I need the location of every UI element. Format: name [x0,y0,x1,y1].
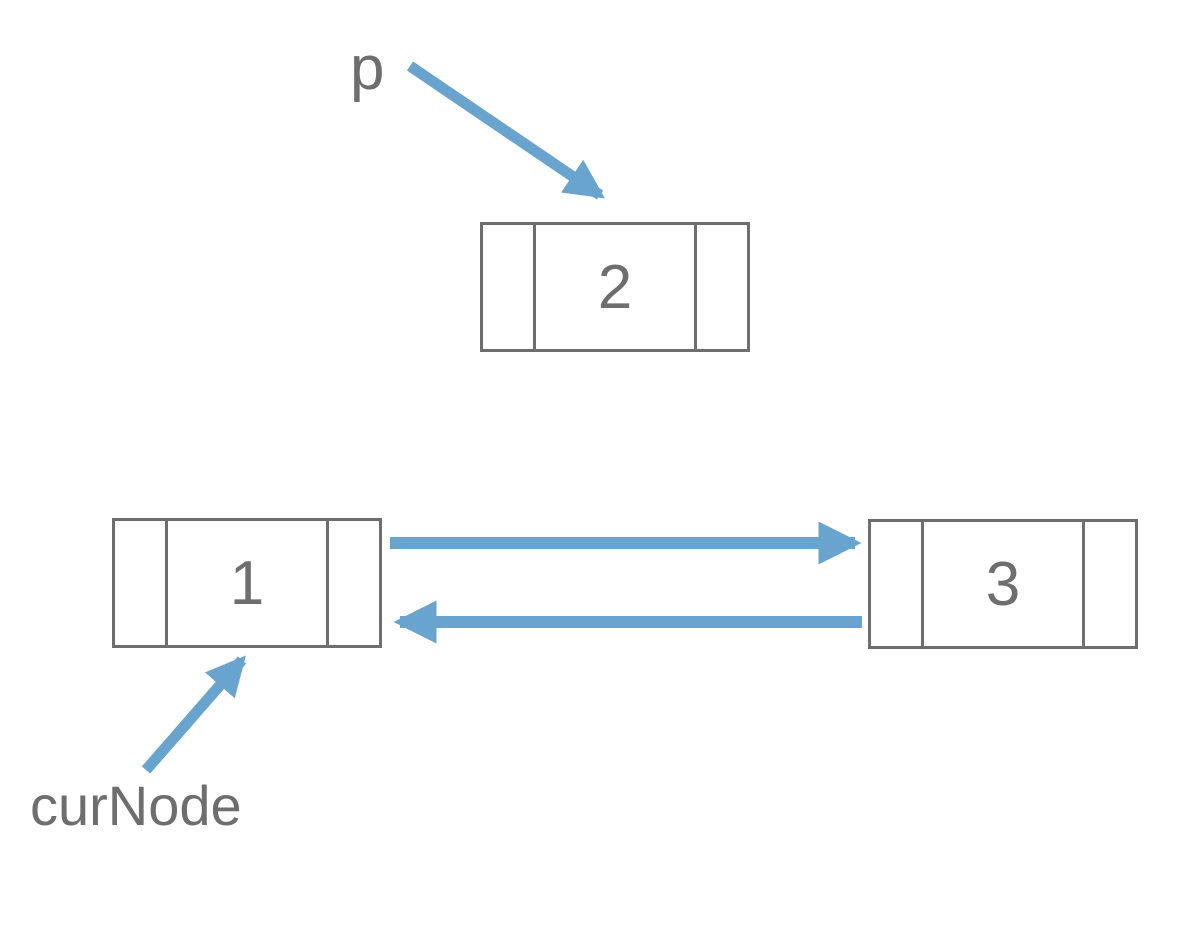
node-2: 2 [480,222,750,352]
pointer-label-p: p [350,34,385,103]
node-3-prev-cell [871,522,924,646]
node-3-value: 3 [985,549,1021,619]
pointer-label-curnode: curNode [30,774,242,837]
p-arrow [406,61,605,200]
node-1-value: 1 [229,548,265,618]
node-3-next-cell [1082,522,1135,646]
node-1: 1 [112,518,382,648]
node-2-prev-cell [483,225,536,349]
node-1-next-cell [326,521,379,645]
node-1-prev-cell [115,521,168,645]
node-3: 3 [868,519,1138,649]
curnode-arrow [141,655,247,774]
node-2-next-cell [694,225,747,349]
node-2-value: 2 [597,252,633,322]
